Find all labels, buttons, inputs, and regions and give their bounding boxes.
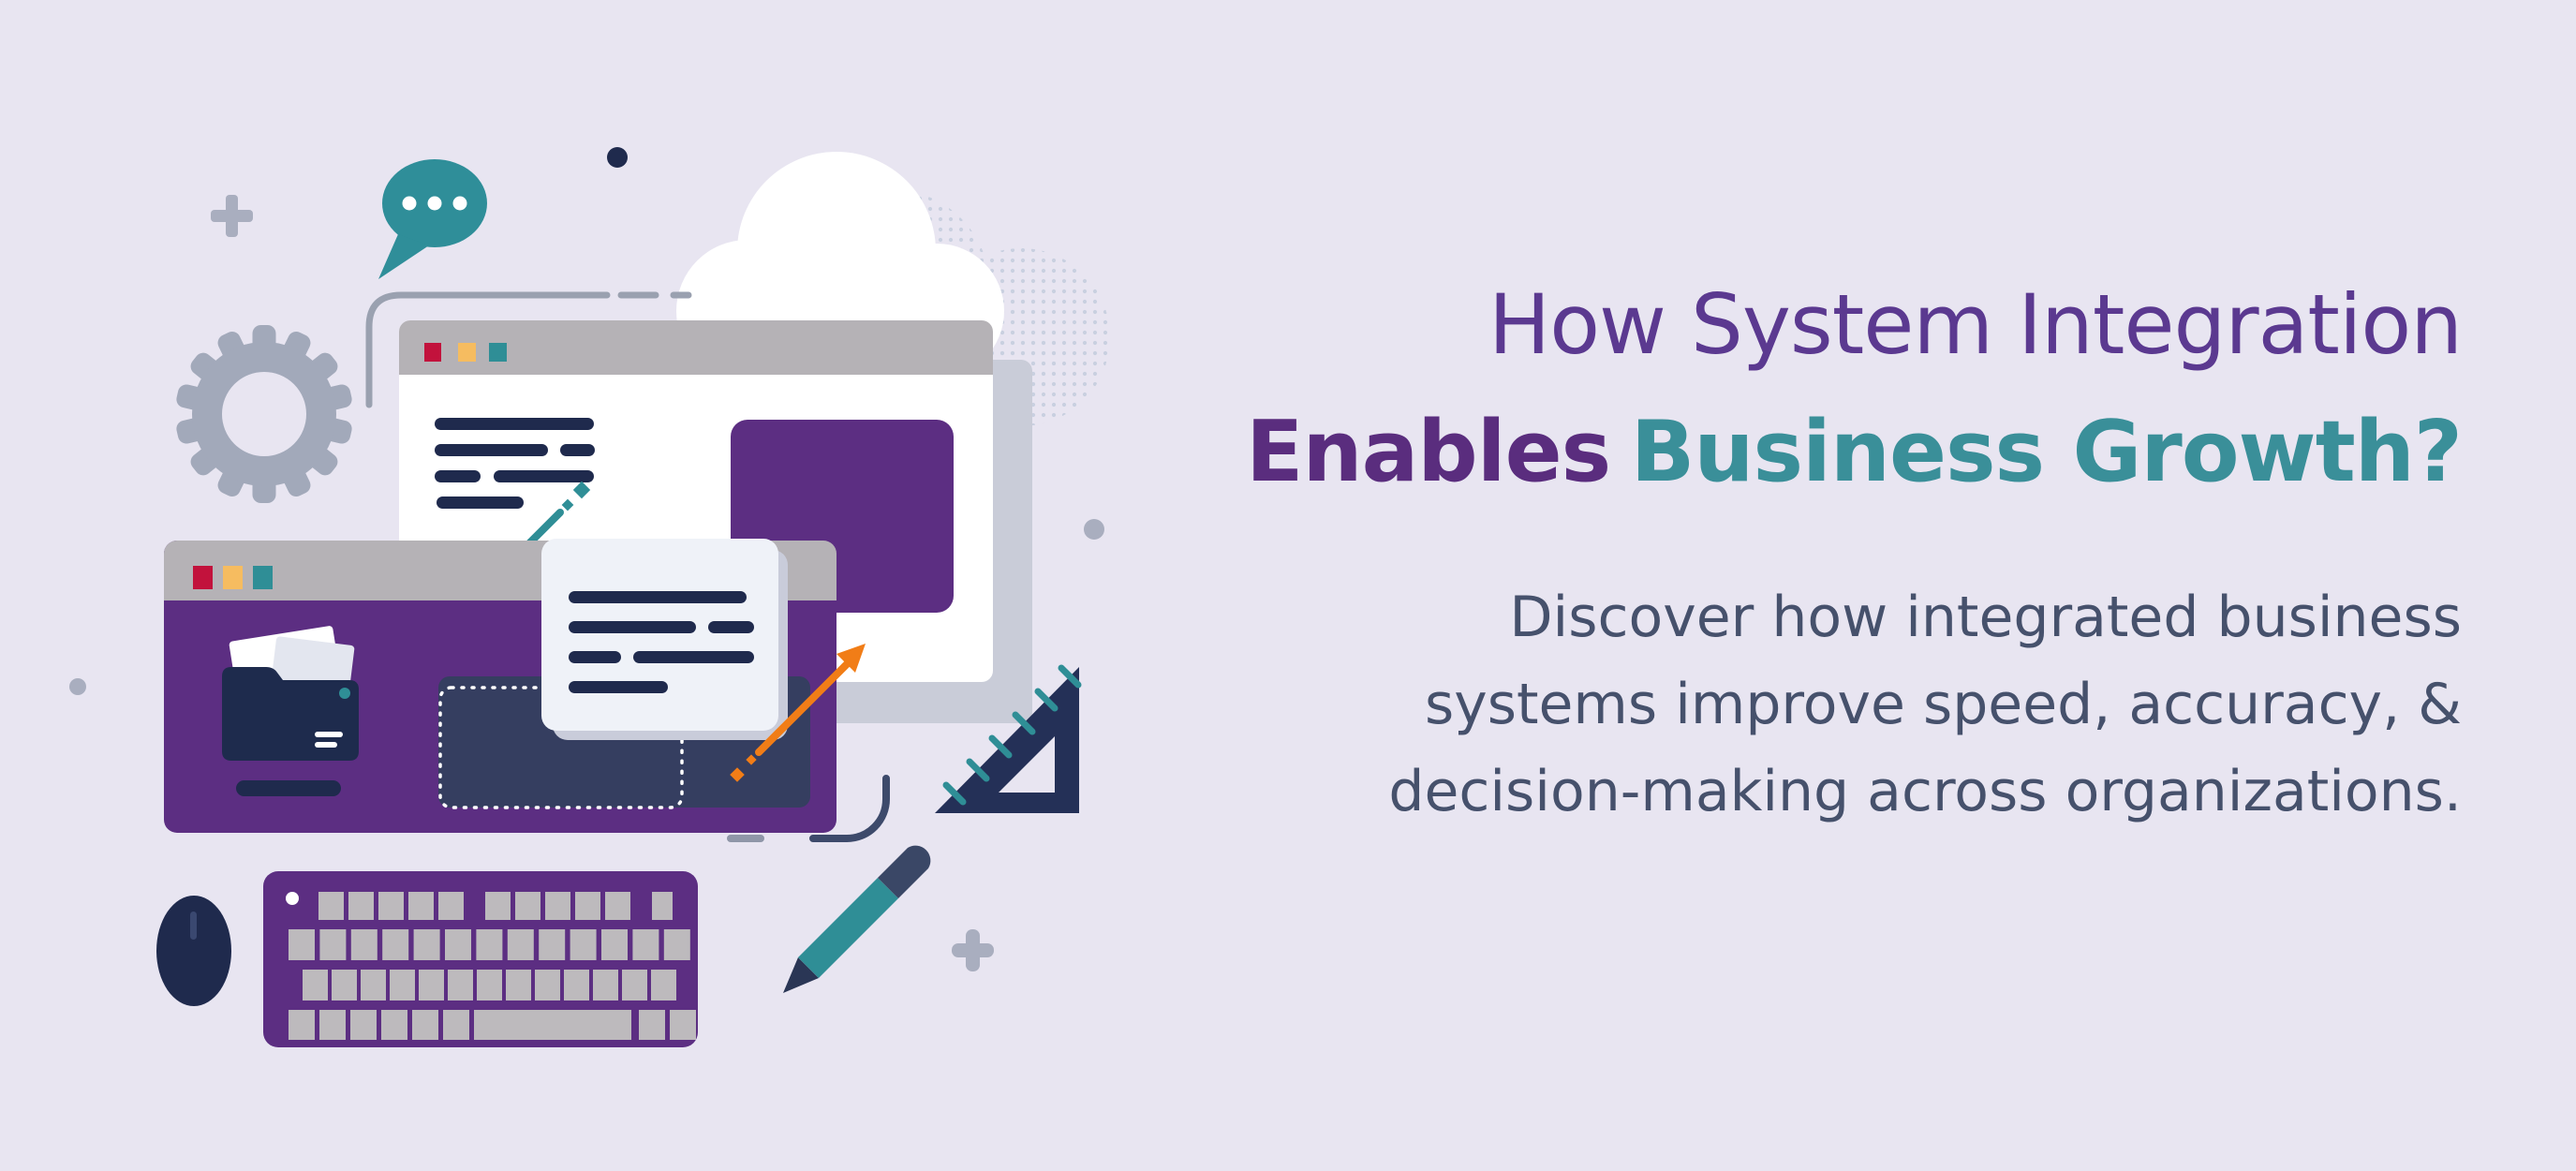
keyboard-key [564, 970, 589, 1001]
keyboard-key [663, 929, 690, 960]
window-control-red [424, 343, 441, 362]
keyboard-key [570, 929, 597, 960]
keyboard-key [408, 892, 434, 920]
keyboard-icon [263, 871, 698, 1047]
dot-accent-navy [607, 147, 628, 168]
keyboard-key [506, 970, 531, 1001]
subtitle-line3: decision-making across organizations. [1388, 759, 2462, 825]
window-controls [193, 566, 273, 589]
keyboard-key [605, 892, 630, 920]
text-placeholder-lines [569, 591, 754, 693]
speech-bubble-icon [378, 159, 487, 279]
keyboard-key [476, 929, 503, 960]
keyboard-key [413, 929, 440, 960]
keyboard-key [539, 929, 566, 960]
keyboard-key [390, 970, 415, 1001]
keyboard-key [545, 892, 570, 920]
window-control-orange [458, 343, 476, 362]
keyboard-key [348, 892, 374, 920]
keyboard-key [289, 929, 315, 960]
keyboard-key [361, 970, 386, 1001]
keyboard-key [412, 1010, 438, 1040]
keyboard-key [319, 1010, 346, 1040]
keyboard-key [445, 929, 471, 960]
dot-accent-gray-right [1084, 519, 1104, 540]
keyboard-key [419, 970, 444, 1001]
keyboard-key [378, 892, 404, 920]
keyboard-key [350, 1010, 377, 1040]
window-control-teal [489, 343, 507, 362]
keyboard-key [319, 929, 347, 960]
keyboard-key [639, 1010, 665, 1040]
window-controls [424, 343, 507, 362]
gear-icon [176, 325, 352, 503]
keyboard-key [575, 892, 600, 920]
keyboard-key [382, 929, 409, 960]
page-title-accent-teal: Business Growth? [1630, 402, 2463, 501]
titlebar [399, 320, 993, 375]
keyboard-key [535, 970, 560, 1001]
keyboard-key [303, 970, 328, 1001]
keyboard-key [318, 892, 344, 920]
page-title-line1: How System Integration [1488, 276, 2463, 373]
text-placeholder-lines [435, 418, 595, 509]
keyboard-key [289, 1010, 315, 1040]
keyboard-key [632, 929, 659, 960]
keyboard-key [332, 970, 357, 1001]
keyboard-key [652, 892, 673, 920]
connector-line [365, 291, 692, 408]
window-control-red [193, 566, 213, 589]
window-control-teal [253, 566, 273, 589]
keyboard-key [443, 1010, 469, 1040]
keyboard-key [350, 929, 378, 960]
plus-icon-small [952, 929, 994, 971]
keyboard-key [474, 1010, 631, 1040]
subtitle-line2: systems improve speed, accuracy, & [1424, 672, 2462, 738]
set-square-ruler-icon [935, 664, 1082, 813]
keyboard-key [438, 892, 464, 920]
note-card [541, 539, 788, 740]
keyboard-key [670, 1010, 696, 1040]
mouse-icon [156, 896, 231, 1006]
pencil-icon [783, 845, 931, 993]
folder-icon [222, 626, 359, 761]
keyboard-key [507, 929, 534, 960]
workspace-illustration [69, 147, 1110, 1047]
text-placeholder-bar [236, 780, 341, 796]
subtitle-line1: Discover how integrated business [1509, 585, 2462, 651]
keyboard-key [593, 970, 618, 1001]
keyboard-key [651, 970, 676, 1001]
keyboard-key [477, 970, 502, 1001]
corner-line [727, 775, 890, 842]
keyboard-key [515, 892, 540, 920]
keyboard-key [622, 970, 647, 1001]
keyboard-key [448, 970, 473, 1001]
keyboard-key [381, 1010, 407, 1040]
keyboard-key [601, 929, 628, 960]
plus-icon [211, 195, 253, 237]
subtitle: Discover how integrated business systems… [1103, 574, 2462, 836]
window-control-orange [223, 566, 243, 589]
keyboard-key [485, 892, 511, 920]
dot-accent-gray-left [69, 678, 86, 695]
page-title-accent-purple: Enables [1246, 402, 1611, 501]
